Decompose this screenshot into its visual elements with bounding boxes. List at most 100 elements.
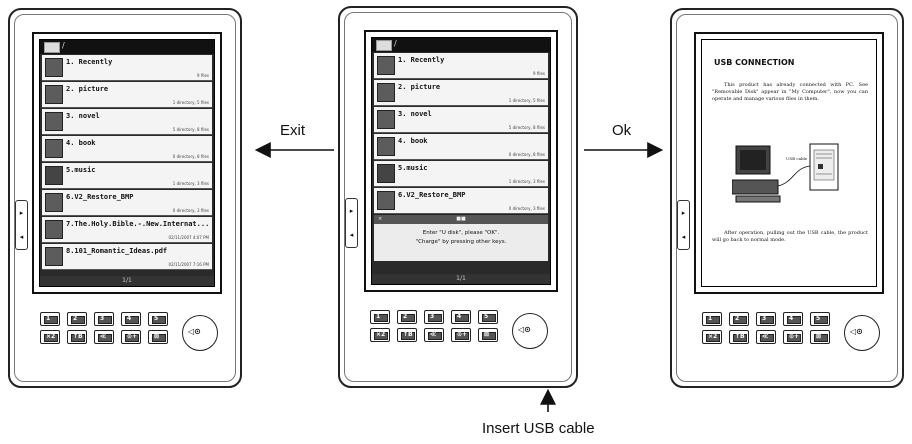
- usb-cable-label: USB cable: [786, 156, 808, 161]
- page-up-button[interactable]: ▸: [19, 209, 24, 217]
- list-item-meta: 0 directory, 3 files: [172, 208, 209, 213]
- key-button[interactable]: ⊠: [478, 328, 498, 342]
- key-button[interactable]: ↑B: [729, 330, 749, 344]
- page-down-button[interactable]: ◂: [681, 233, 686, 241]
- key-button[interactable]: 3: [94, 312, 114, 326]
- list-item-meta: 1 directory, 5 files: [172, 100, 209, 105]
- list-item-label: 3. novel: [66, 112, 100, 120]
- key-label: 2: [403, 313, 408, 320]
- key-label: 3: [100, 315, 105, 322]
- key-button[interactable]: 1: [370, 310, 390, 324]
- list-item-meta: 02/11/2007 4:07 PM: [168, 235, 209, 240]
- menu-topbar: /: [372, 38, 550, 52]
- key-button[interactable]: 4: [451, 310, 471, 324]
- key-button[interactable]: ≪: [424, 328, 444, 342]
- page-indicator-bar: 1/1: [40, 276, 214, 286]
- menu-topbar: /: [40, 40, 214, 54]
- folder-icon: [45, 193, 63, 212]
- usb-screen-body: This product has already connected with …: [712, 82, 868, 102]
- list-item[interactable]: 7.The.Holy.Bible.-.New.Internat...02/11/…: [42, 217, 212, 243]
- list-item[interactable]: 3. novel 5 directory, 8 files: [42, 109, 212, 135]
- usb-screen-title: USB CONNECTION: [714, 58, 795, 67]
- key-button[interactable]: 5: [478, 310, 498, 324]
- key-button[interactable]: 2: [67, 312, 87, 326]
- key-button[interactable]: 3: [424, 310, 444, 324]
- key-label: ⊙+: [457, 331, 468, 338]
- navigation-dial[interactable]: ◁⊙: [512, 313, 548, 349]
- key-button[interactable]: 1: [702, 312, 722, 326]
- key-button[interactable]: 3: [756, 312, 776, 326]
- key-label: 5: [154, 315, 159, 322]
- usb-connection-screen: USB CONNECTION This product has already …: [701, 39, 877, 287]
- key-button[interactable]: ×2: [702, 330, 722, 344]
- navigation-dial[interactable]: ◁⊙: [182, 315, 218, 351]
- list-item-label: 6.V2_Restore_BMP: [398, 191, 466, 199]
- key-button[interactable]: 5: [148, 312, 168, 326]
- folder-icon: [45, 112, 63, 131]
- folder-icon: [45, 166, 63, 185]
- folder-icon: [377, 83, 395, 102]
- key-button[interactable]: ⊙+: [451, 328, 471, 342]
- key-button[interactable]: ×2: [40, 330, 60, 344]
- dial-icon: ◁⊙: [188, 327, 201, 336]
- key-button[interactable]: ⊙+: [783, 330, 803, 344]
- side-page-buttons: ▸ ◂: [345, 198, 358, 248]
- page-indicator-bar: 1/1: [372, 274, 550, 284]
- dial-icon: ◁⊙: [518, 325, 531, 334]
- key-button[interactable]: 2: [729, 312, 749, 326]
- key-button[interactable]: 4: [121, 312, 141, 326]
- close-icon[interactable]: ×: [378, 216, 383, 222]
- navigation-dial[interactable]: ◁⊙: [844, 315, 880, 351]
- key-button[interactable]: ≪: [756, 330, 776, 344]
- list-item-meta: 9 files: [197, 73, 209, 78]
- page-down-button[interactable]: ◂: [349, 231, 354, 239]
- folder-icon: [377, 110, 395, 129]
- list-item-meta: 1 directory, 3 files: [172, 181, 209, 186]
- list-item-meta: 0 directory, 3 files: [508, 206, 545, 211]
- key-label: 2: [735, 315, 740, 322]
- page-up-button[interactable]: ▸: [681, 209, 686, 217]
- key-button[interactable]: 4: [783, 312, 803, 326]
- key-button[interactable]: ≪: [94, 330, 114, 344]
- key-button[interactable]: 2: [397, 310, 417, 324]
- page-up-button[interactable]: ▸: [349, 207, 354, 215]
- folder-icon: [45, 58, 63, 77]
- key-button[interactable]: ⊠: [810, 330, 830, 344]
- list-item-label: 4. book: [398, 137, 428, 145]
- key-label: ×2: [376, 331, 386, 338]
- key-button[interactable]: ⊙+: [121, 330, 141, 344]
- pc-connection-illustration: [732, 143, 839, 203]
- page-down-button[interactable]: ◂: [19, 233, 24, 241]
- list-item-label: 6.V2_Restore_BMP: [66, 193, 134, 201]
- key-label: ≪: [430, 331, 437, 338]
- insert-usb-label: Insert USB cable: [482, 420, 595, 437]
- exit-label: Exit: [280, 122, 306, 139]
- list-item[interactable]: 6.V2_Restore_BMP 0 directory, 3 files: [374, 188, 548, 214]
- key-button[interactable]: ⊠: [148, 330, 168, 344]
- document-icon: [45, 220, 63, 239]
- key-button[interactable]: 5: [810, 312, 830, 326]
- key-button[interactable]: ×2: [370, 328, 390, 342]
- list-item-meta: 5 directory, 8 files: [172, 127, 209, 132]
- list-item[interactable]: 6.V2_Restore_BMP 0 directory, 3 files: [42, 190, 212, 216]
- key-button[interactable]: 1: [40, 312, 60, 326]
- ok-label: Ok: [612, 122, 632, 139]
- key-label: 3: [430, 313, 435, 320]
- key-button[interactable]: ↑B: [67, 330, 87, 344]
- key-button[interactable]: ↑B: [397, 328, 417, 342]
